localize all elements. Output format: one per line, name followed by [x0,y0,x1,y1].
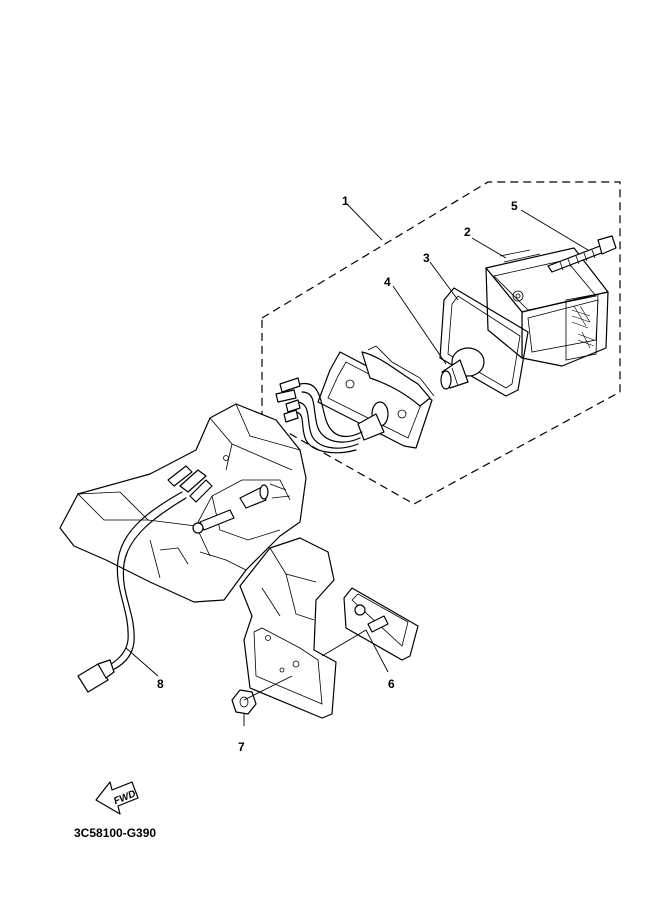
lamp-socket-plate [317,345,435,449]
bulb-part-4 [440,347,485,390]
screw-part-5 [547,235,617,273]
nut-part-7 [231,689,257,715]
callout-6: 6 [388,677,395,691]
callout-4: 4 [384,275,391,289]
lamp-wire-harness [275,377,363,454]
callout-5: 5 [511,199,518,213]
reflector-part-6 [343,587,419,661]
fender-bolts [192,483,291,534]
license-plate-bracket [239,537,337,719]
callout-1: 1 [342,194,349,208]
callout-7: 7 [238,740,245,754]
rear-fender-bracket [59,403,307,603]
callout-2: 2 [464,225,471,239]
wire-lead-part-8 [77,491,187,693]
leader-lines [125,203,589,726]
forward-arrow-icon: FWD [95,781,139,815]
callout-8: 8 [157,677,164,691]
drawing-code: 3C58100-G390 [74,826,156,840]
gasket-part-3 [439,287,529,397]
fender-connectors [167,465,213,503]
tail-lamp-lens [485,247,609,367]
callout-3: 3 [423,251,430,265]
